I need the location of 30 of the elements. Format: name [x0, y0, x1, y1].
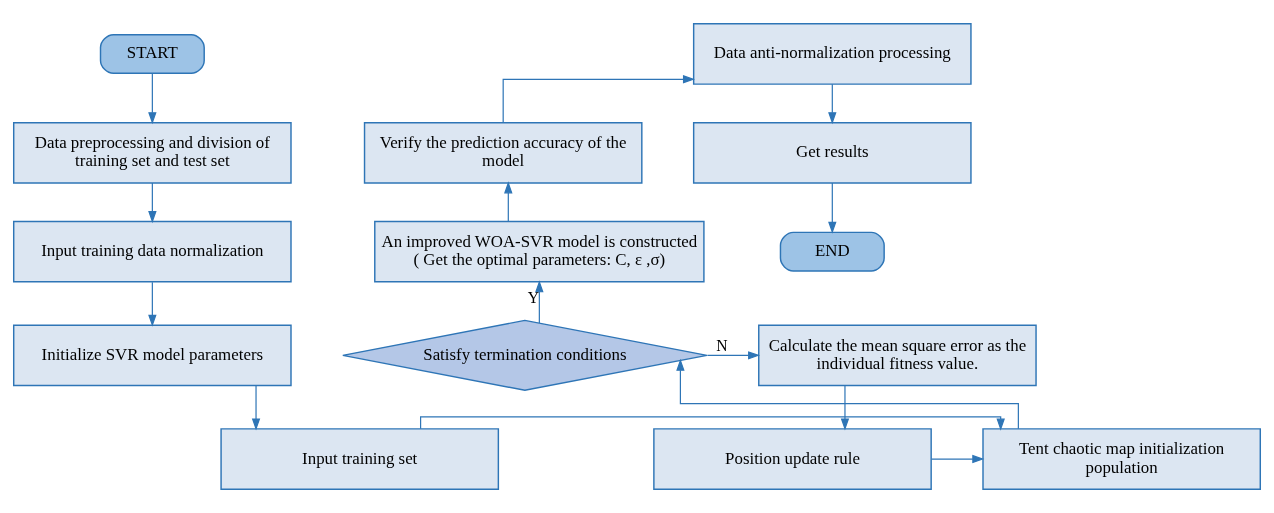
arrow — [840, 385, 850, 431]
arrow — [828, 83, 837, 125]
arrow — [706, 351, 761, 360]
edge-label: N — [716, 337, 728, 355]
arrow — [251, 385, 261, 431]
arrow — [148, 281, 157, 327]
arrow — [148, 72, 157, 125]
arrow — [931, 454, 985, 464]
arrow — [504, 181, 513, 223]
arrow — [148, 182, 157, 224]
node-box: Input training data normalization — [13, 220, 292, 283]
arrow — [676, 358, 1019, 430]
node-diamond: Satisfy termination conditions — [342, 319, 708, 392]
node-box: Input training set — [220, 428, 500, 490]
node-box: Tent chaotic map initialization population — [982, 428, 1261, 490]
node-box: Get results — [692, 121, 972, 184]
arrow — [535, 280, 544, 324]
node-box: Initialize SVR model parameters — [13, 324, 292, 387]
arrow — [420, 416, 1005, 431]
edge-label: Y — [527, 289, 539, 307]
node-box: Data anti-normalization processing — [692, 23, 972, 85]
node-box: START — [99, 33, 205, 74]
node-box: Data preprocessing and division of training set and test set — [13, 121, 292, 184]
node-box: An improved WOA-SVR model is constructed ( Get the optimal parameters: C, ε ,σ) — [374, 220, 705, 283]
node-box: END — [779, 231, 885, 272]
arrow — [502, 75, 696, 124]
node-box: Verify the prediction accuracy of the model — [363, 121, 643, 184]
node-box: Calculate the mean square error as the individual fitness value. — [758, 324, 1037, 387]
node-box: Position update rule — [653, 428, 932, 490]
arrow — [828, 182, 837, 234]
